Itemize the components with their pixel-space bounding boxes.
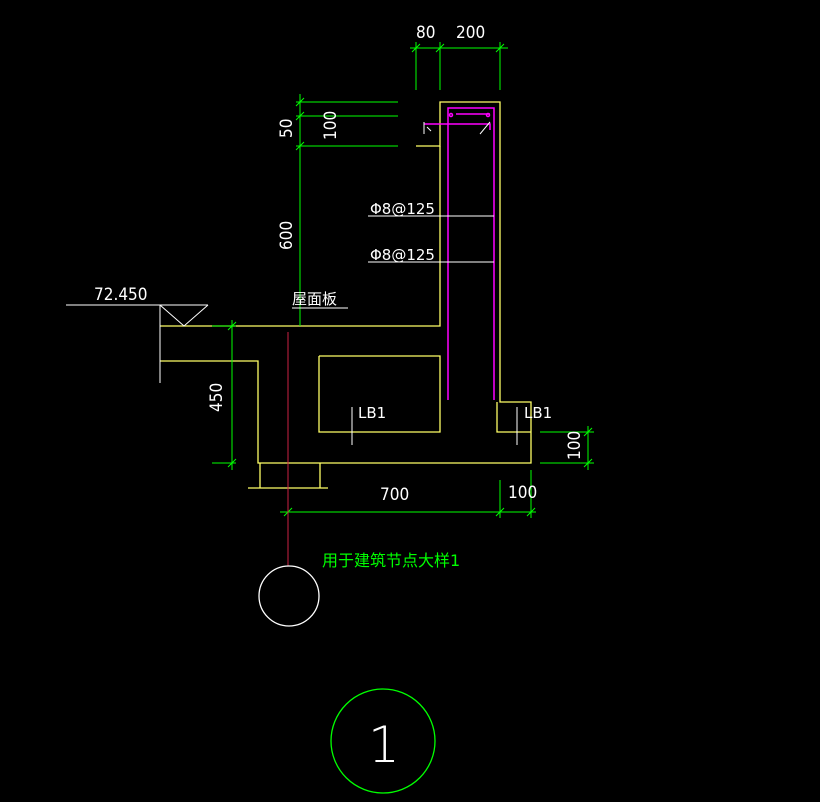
dim-700: 700 bbox=[380, 485, 409, 505]
dim-200: 200 bbox=[456, 23, 485, 43]
dim-100-right: 100 bbox=[565, 431, 585, 460]
concrete-outline bbox=[160, 101, 532, 489]
dim-100-left: 100 bbox=[321, 111, 341, 140]
rebar-label-2: Φ8@125 bbox=[370, 246, 435, 264]
detail-marker-circle bbox=[330, 688, 436, 794]
dim-50: 50 bbox=[277, 119, 297, 138]
rebar-cage bbox=[424, 107, 495, 400]
detail-number: 1 bbox=[368, 716, 400, 774]
dim-100-bottom: 100 bbox=[508, 483, 537, 503]
dim-80: 80 bbox=[416, 23, 435, 43]
dim-600: 600 bbox=[277, 221, 297, 250]
elevation-marker bbox=[66, 304, 209, 383]
elevation-value: 72.450 bbox=[94, 285, 148, 305]
beam-label-left: LB1 bbox=[358, 404, 386, 422]
axis-bubble bbox=[258, 565, 320, 627]
dimension-lines bbox=[212, 42, 594, 518]
rebar-label-1: Φ8@125 bbox=[370, 200, 435, 218]
parapet-stirrup bbox=[423, 121, 491, 135]
dim-450: 450 bbox=[207, 383, 227, 412]
leader-lines bbox=[292, 215, 518, 445]
beam-label-right: LB1 bbox=[524, 404, 552, 422]
detail-note: 用于建筑节点大样1 bbox=[322, 551, 460, 570]
roof-slab-label: 屋面板 bbox=[292, 290, 337, 308]
